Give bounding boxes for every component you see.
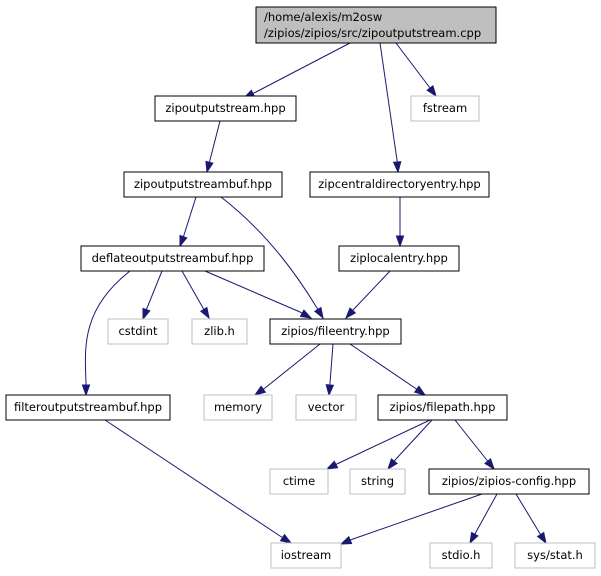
edge-filepath-hpp-to-zipios-config-hpp [454, 419, 495, 471]
node-vector-label: vector [308, 400, 345, 414]
node-fstream: fstream [410, 95, 480, 122]
node-deflateoutputstreambuf-hpp-label: deflateoutputstreambuf.hpp [92, 251, 254, 265]
node-zipios-config-hpp[interactable]: zipios/zipios-config.hpp [428, 468, 590, 495]
edge-fileentry-hpp-to-memory [253, 343, 321, 396]
edge-fileentry-hpp-to-filepath-hpp [349, 343, 427, 396]
node-stdio-h-label: stdio.h [442, 548, 481, 562]
edge-zipios-config-hpp-to-sys-stat-h [515, 493, 547, 545]
edge-deflateoutputstreambuf-hpp-to-filteroutputstreambuf-hpp [81, 270, 131, 397]
node-zlib-h-label: zlib.h [204, 324, 235, 338]
arrowhead [199, 306, 210, 320]
node-root-line-1: /home/alexis/m2osw [264, 10, 382, 24]
node-vector: vector [295, 394, 357, 421]
edge-deflateoutputstreambuf-hpp-to-zlib-h [181, 270, 210, 320]
node-zipcentraldirectoryentry-hpp[interactable]: zipcentraldirectoryentry.hpp [309, 171, 490, 198]
arrowhead [536, 531, 547, 545]
node-zipoutputstream-hpp[interactable]: zipoutputstream.hpp [154, 95, 297, 122]
edge-zipios-config-hpp-to-stdio-h [469, 493, 498, 545]
node-ctime: ctime [269, 468, 329, 495]
arrowhead [345, 307, 357, 320]
edge-zipios-config-hpp-to-iostream [339, 493, 483, 545]
arrowhead [413, 385, 427, 396]
edge-filepath-hpp-to-string [387, 419, 433, 471]
arrowhead [81, 384, 91, 397]
arrowhead [392, 161, 402, 174]
node-ctime-label: ctime [283, 474, 315, 488]
arrowhead [179, 234, 188, 248]
arrowhead [469, 531, 479, 545]
arrowhead [325, 384, 335, 397]
node-fileentry-hpp[interactable]: zipios/fileentry.hpp [269, 318, 402, 345]
node-fileentry-hpp-label: zipios/fileentry.hpp [281, 324, 389, 338]
node-cstdint-label: cstdint [118, 324, 158, 338]
edge-root-to-zipoutputstream-hpp [242, 42, 351, 99]
node-memory-label: memory [214, 400, 262, 414]
arrowhead [253, 385, 267, 396]
arrowhead [205, 160, 214, 174]
arrowhead [325, 460, 339, 470]
node-string-label: string [361, 474, 394, 488]
edge-deflateoutputstreambuf-hpp-to-fileentry-hpp [204, 270, 313, 319]
edge-zipoutputstream-hpp-to-zipoutputstreambuf-hpp [205, 120, 221, 174]
arrowhead [426, 84, 437, 98]
node-ziplocalentry-hpp[interactable]: ziplocalentry.hpp [338, 245, 460, 272]
node-filepath-hpp[interactable]: zipios/filepath.hpp [377, 394, 508, 421]
node-root-zipoutputstream-cpp: /home/alexis/m2osw /zipios/zipios/src/zi… [255, 6, 497, 44]
node-zipcentraldirectoryentry-hpp-label: zipcentraldirectoryentry.hpp [318, 177, 480, 191]
node-iostream-label: iostream [281, 548, 332, 562]
node-memory: memory [203, 394, 273, 421]
arrowhead [484, 458, 495, 471]
arrowhead [395, 235, 405, 248]
arrowhead [142, 307, 151, 321]
node-zipios-config-hpp-label: zipios/zipios-config.hpp [442, 474, 576, 488]
edges-layer [81, 42, 547, 545]
node-zipoutputstreambuf-hpp[interactable]: zipoutputstreambuf.hpp [123, 171, 283, 198]
node-filteroutputstreambuf-hpp[interactable]: filteroutputstreambuf.hpp [5, 394, 171, 421]
node-root-line-2: /zipios/zipios/src/zipoutputstream.cpp [264, 26, 481, 40]
node-filteroutputstreambuf-hpp-label: filteroutputstreambuf.hpp [14, 400, 162, 414]
arrowhead [313, 306, 324, 320]
node-stdio-h: stdio.h [429, 542, 493, 569]
node-string: string [349, 468, 406, 495]
edge-fileentry-hpp-to-vector [325, 343, 335, 397]
edge-zipcentraldirectoryentry-hpp-to-ziplocalentry-hpp [395, 197, 405, 248]
edge-filepath-hpp-to-ctime [325, 419, 431, 470]
node-cstdint: cstdint [107, 318, 169, 345]
edge-ziplocalentry-hpp-to-fileentry-hpp [345, 270, 391, 320]
arrowhead [299, 309, 313, 319]
node-filepath-hpp-label: zipios/filepath.hpp [390, 400, 496, 414]
node-root-box [255, 6, 497, 44]
node-sys-stat-h: sys/stat.h [514, 542, 596, 569]
edge-zipoutputstreambuf-hpp-to-fileentry-hpp [220, 196, 324, 320]
edge-root-to-fstream [395, 42, 437, 98]
node-fstream-label: fstream [423, 101, 467, 115]
edge-deflateoutputstreambuf-hpp-to-cstdint [142, 270, 163, 321]
arrowhead [339, 535, 353, 545]
node-zlib-h: zlib.h [191, 318, 248, 345]
node-sys-stat-h-label: sys/stat.h [527, 548, 583, 562]
edge-root-to-zipcentraldirectoryentry-hpp [379, 42, 402, 174]
edge-filteroutputstreambuf-hpp-to-iostream [104, 419, 293, 544]
node-ziplocalentry-hpp-label: ziplocalentry.hpp [350, 251, 448, 265]
node-iostream: iostream [270, 542, 342, 569]
node-deflateoutputstreambuf-hpp[interactable]: deflateoutputstreambuf.hpp [80, 245, 265, 272]
node-zipoutputstream-hpp-label: zipoutputstream.hpp [165, 101, 285, 115]
edge-zipoutputstreambuf-hpp-to-deflateoutputstreambuf-hpp [179, 196, 197, 248]
arrowhead [387, 458, 398, 471]
arrowhead [279, 533, 293, 544]
node-zipoutputstreambuf-hpp-label: zipoutputstreambuf.hpp [134, 177, 272, 191]
